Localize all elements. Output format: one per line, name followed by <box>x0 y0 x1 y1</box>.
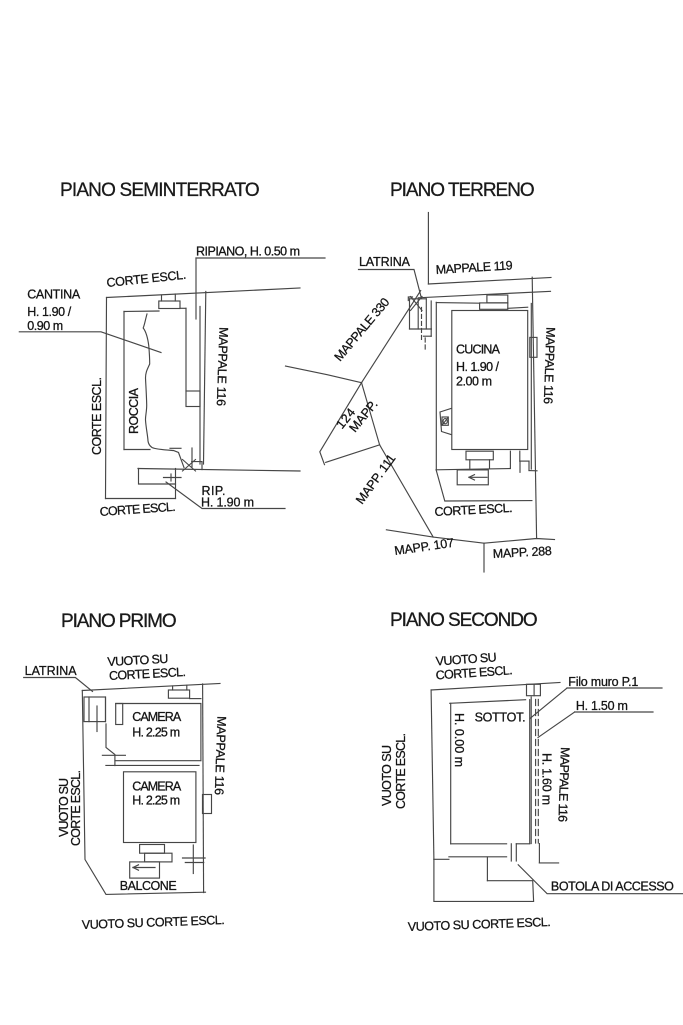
svg-text:SOTTOT.: SOTTOT. <box>475 711 526 725</box>
svg-text:VUOTO SU: VUOTO SU <box>57 778 71 837</box>
svg-text:H. 1.90 /: H. 1.90 / <box>456 360 500 374</box>
svg-text:MAPPALE 116: MAPPALE 116 <box>212 716 229 795</box>
svg-text:2.00 m: 2.00 m <box>456 375 492 389</box>
svg-text:PIANO SEMINTERRATO: PIANO SEMINTERRATO <box>60 180 260 201</box>
svg-text:H. 2.25 m: H. 2.25 m <box>132 794 180 808</box>
svg-text:H. 1.90 m: H. 1.90 m <box>201 496 254 510</box>
svg-text:Filo muro P.1: Filo muro P.1 <box>568 675 638 689</box>
svg-text:MAPPALE 116: MAPPALE 116 <box>214 327 231 406</box>
svg-text:0.90 m: 0.90 m <box>27 319 63 333</box>
svg-text:VUOTO SU CORTE ESCL.: VUOTO SU CORTE ESCL. <box>82 913 225 932</box>
svg-text:CAMERA: CAMERA <box>132 710 182 724</box>
svg-text:CORTE ESCL.: CORTE ESCL. <box>90 377 104 455</box>
svg-text:CORTE ESCL.: CORTE ESCL. <box>109 665 187 683</box>
svg-text:VUOTO SU CORTE ESCL.: VUOTO SU CORTE ESCL. <box>408 915 551 934</box>
svg-text:CANTINA: CANTINA <box>27 288 81 302</box>
svg-text:CORTE ESCL.: CORTE ESCL. <box>99 500 176 519</box>
svg-text:MAPPALE 116: MAPPALE 116 <box>541 327 558 404</box>
svg-text:RIP.: RIP. <box>202 484 226 498</box>
svg-text:H. 1.90 /: H. 1.90 / <box>27 305 72 319</box>
svg-text:BOTOLA DI ACCESSO: BOTOLA DI ACCESSO <box>551 880 674 894</box>
svg-text:CORTE ESCL.: CORTE ESCL. <box>435 663 513 682</box>
svg-text:H. 1.50 m: H. 1.50 m <box>576 699 628 713</box>
svg-text:MAPPALE 116: MAPPALE 116 <box>555 747 572 822</box>
svg-text:PIANO SECONDO: PIANO SECONDO <box>390 610 538 631</box>
svg-text:RIPIANO, H. 0.50 m: RIPIANO, H. 0.50 m <box>196 245 300 259</box>
svg-text:CORTE ESCL.: CORTE ESCL. <box>394 733 408 809</box>
svg-text:LATRINA: LATRINA <box>25 664 78 678</box>
svg-text:VUOTO SU: VUOTO SU <box>435 650 497 668</box>
svg-text:MAPP. 288: MAPP. 288 <box>492 544 552 561</box>
svg-text:H. 0.00 m: H. 0.00 m <box>452 713 466 767</box>
svg-text:CUCINA: CUCINA <box>456 343 501 357</box>
svg-text:CAMERA: CAMERA <box>132 780 182 794</box>
svg-text:ROCCIA: ROCCIA <box>127 387 141 434</box>
svg-text:CORTE ESCL.: CORTE ESCL. <box>69 770 83 846</box>
svg-text:LATRINA: LATRINA <box>359 255 411 269</box>
svg-text:MAPPALE 119: MAPPALE 119 <box>435 258 513 277</box>
svg-text:PIANO PRIMO: PIANO PRIMO <box>61 611 177 632</box>
svg-text:VUOTO SU: VUOTO SU <box>107 652 169 669</box>
svg-text:H. 2.25 m: H. 2.25 m <box>132 726 180 740</box>
svg-text:PIANO TERRENO: PIANO TERRENO <box>390 180 535 201</box>
svg-text:CORTE ESCL.: CORTE ESCL. <box>434 501 513 519</box>
svg-text:H. 1.60 m: H. 1.60 m <box>540 753 554 805</box>
svg-text:BALCONE: BALCONE <box>120 879 177 893</box>
svg-text:VUOTO SU: VUOTO SU <box>380 745 394 806</box>
